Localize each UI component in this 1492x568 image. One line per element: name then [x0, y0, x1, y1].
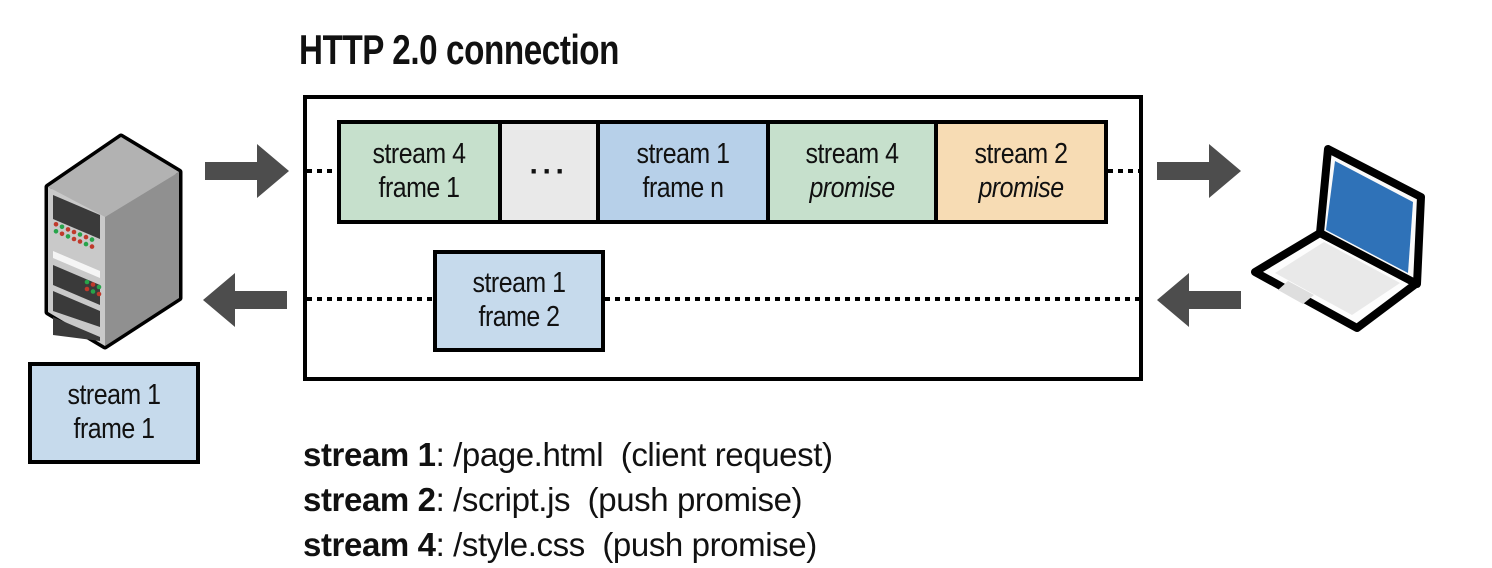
server-led-lights: [53, 222, 95, 249]
request-frame-sequence: stream 4 frame 1 ··· stream 1 frame n st…: [337, 120, 1108, 224]
request-right-arrow-icon: [205, 144, 289, 198]
laptop-keyboard: [1275, 242, 1400, 315]
legend-stream-label: stream 2: [303, 481, 436, 518]
response-stream-dotted-line-right: [605, 297, 1139, 301]
frame-stream1-frame2: stream 1 frame 2: [433, 250, 605, 352]
server-top-face: [48, 137, 179, 217]
legend-stream-detail: : /page.html (client request): [435, 436, 833, 473]
frame-label-line2: frame 2: [478, 301, 560, 333]
frame-label-line1: stream 4: [805, 138, 899, 171]
legend-stream-label: stream 1: [303, 436, 436, 473]
ellipsis-label: ···: [529, 154, 569, 188]
frame-ellipsis: ···: [502, 120, 600, 224]
frame-label-line1: stream 1: [67, 379, 161, 412]
frame-stream1-frameN: stream 1 frame n: [600, 120, 770, 224]
frame-label-line1: stream 2: [974, 138, 1068, 171]
request-right-arrow-icon: [1157, 144, 1241, 198]
frame-label-line2: promise: [978, 172, 1064, 204]
server-icon: [44, 133, 183, 350]
frame-stream2-promise: stream 2 promise: [938, 120, 1108, 224]
server-led-lights-2: [84, 279, 102, 297]
frame-stream4-promise: stream 4 promise: [770, 120, 938, 224]
request-stream-dotted-line-left: [307, 169, 337, 173]
legend-stream-detail: : /script.js (push promise): [435, 481, 803, 518]
laptop-screen: [1326, 161, 1413, 273]
stream-legend: stream 1: /page.html (client request) st…: [303, 432, 833, 567]
frame-label-line2: promise: [809, 172, 895, 204]
laptop-icon: [1251, 145, 1425, 332]
frame-label-line2: frame 1: [379, 172, 460, 204]
response-left-arrow-icon: [1157, 273, 1241, 327]
legend-stream-detail: : /style.css (push promise): [435, 526, 818, 563]
legend-line-stream4: stream 4: /style.css (push promise): [303, 522, 833, 567]
frame-label-line1: stream 1: [636, 138, 730, 171]
response-stream-dotted-line-left: [307, 297, 433, 301]
request-stream-dotted-line-right: [1108, 169, 1139, 173]
response-left-arrow-icon: [203, 273, 287, 327]
laptop-touchpad: [1278, 281, 1314, 304]
frame-label-line1: stream 1: [472, 267, 566, 300]
legend-line-stream1: stream 1: /page.html (client request): [303, 432, 833, 477]
frame-stream1-frame1: stream 1 frame 1: [28, 362, 200, 464]
legend-line-stream2: stream 2: /script.js (push promise): [303, 477, 833, 522]
frame-label-line2: frame 1: [73, 413, 155, 445]
frame-stream4-frame1: stream 4 frame 1: [337, 120, 502, 224]
diagram-title: HTTP 2.0 connection: [299, 26, 620, 73]
frame-label-line1: stream 4: [373, 138, 466, 171]
frame-label-line2: frame n: [642, 172, 724, 204]
legend-stream-label: stream 4: [303, 526, 436, 563]
server-side-face: [105, 172, 179, 346]
